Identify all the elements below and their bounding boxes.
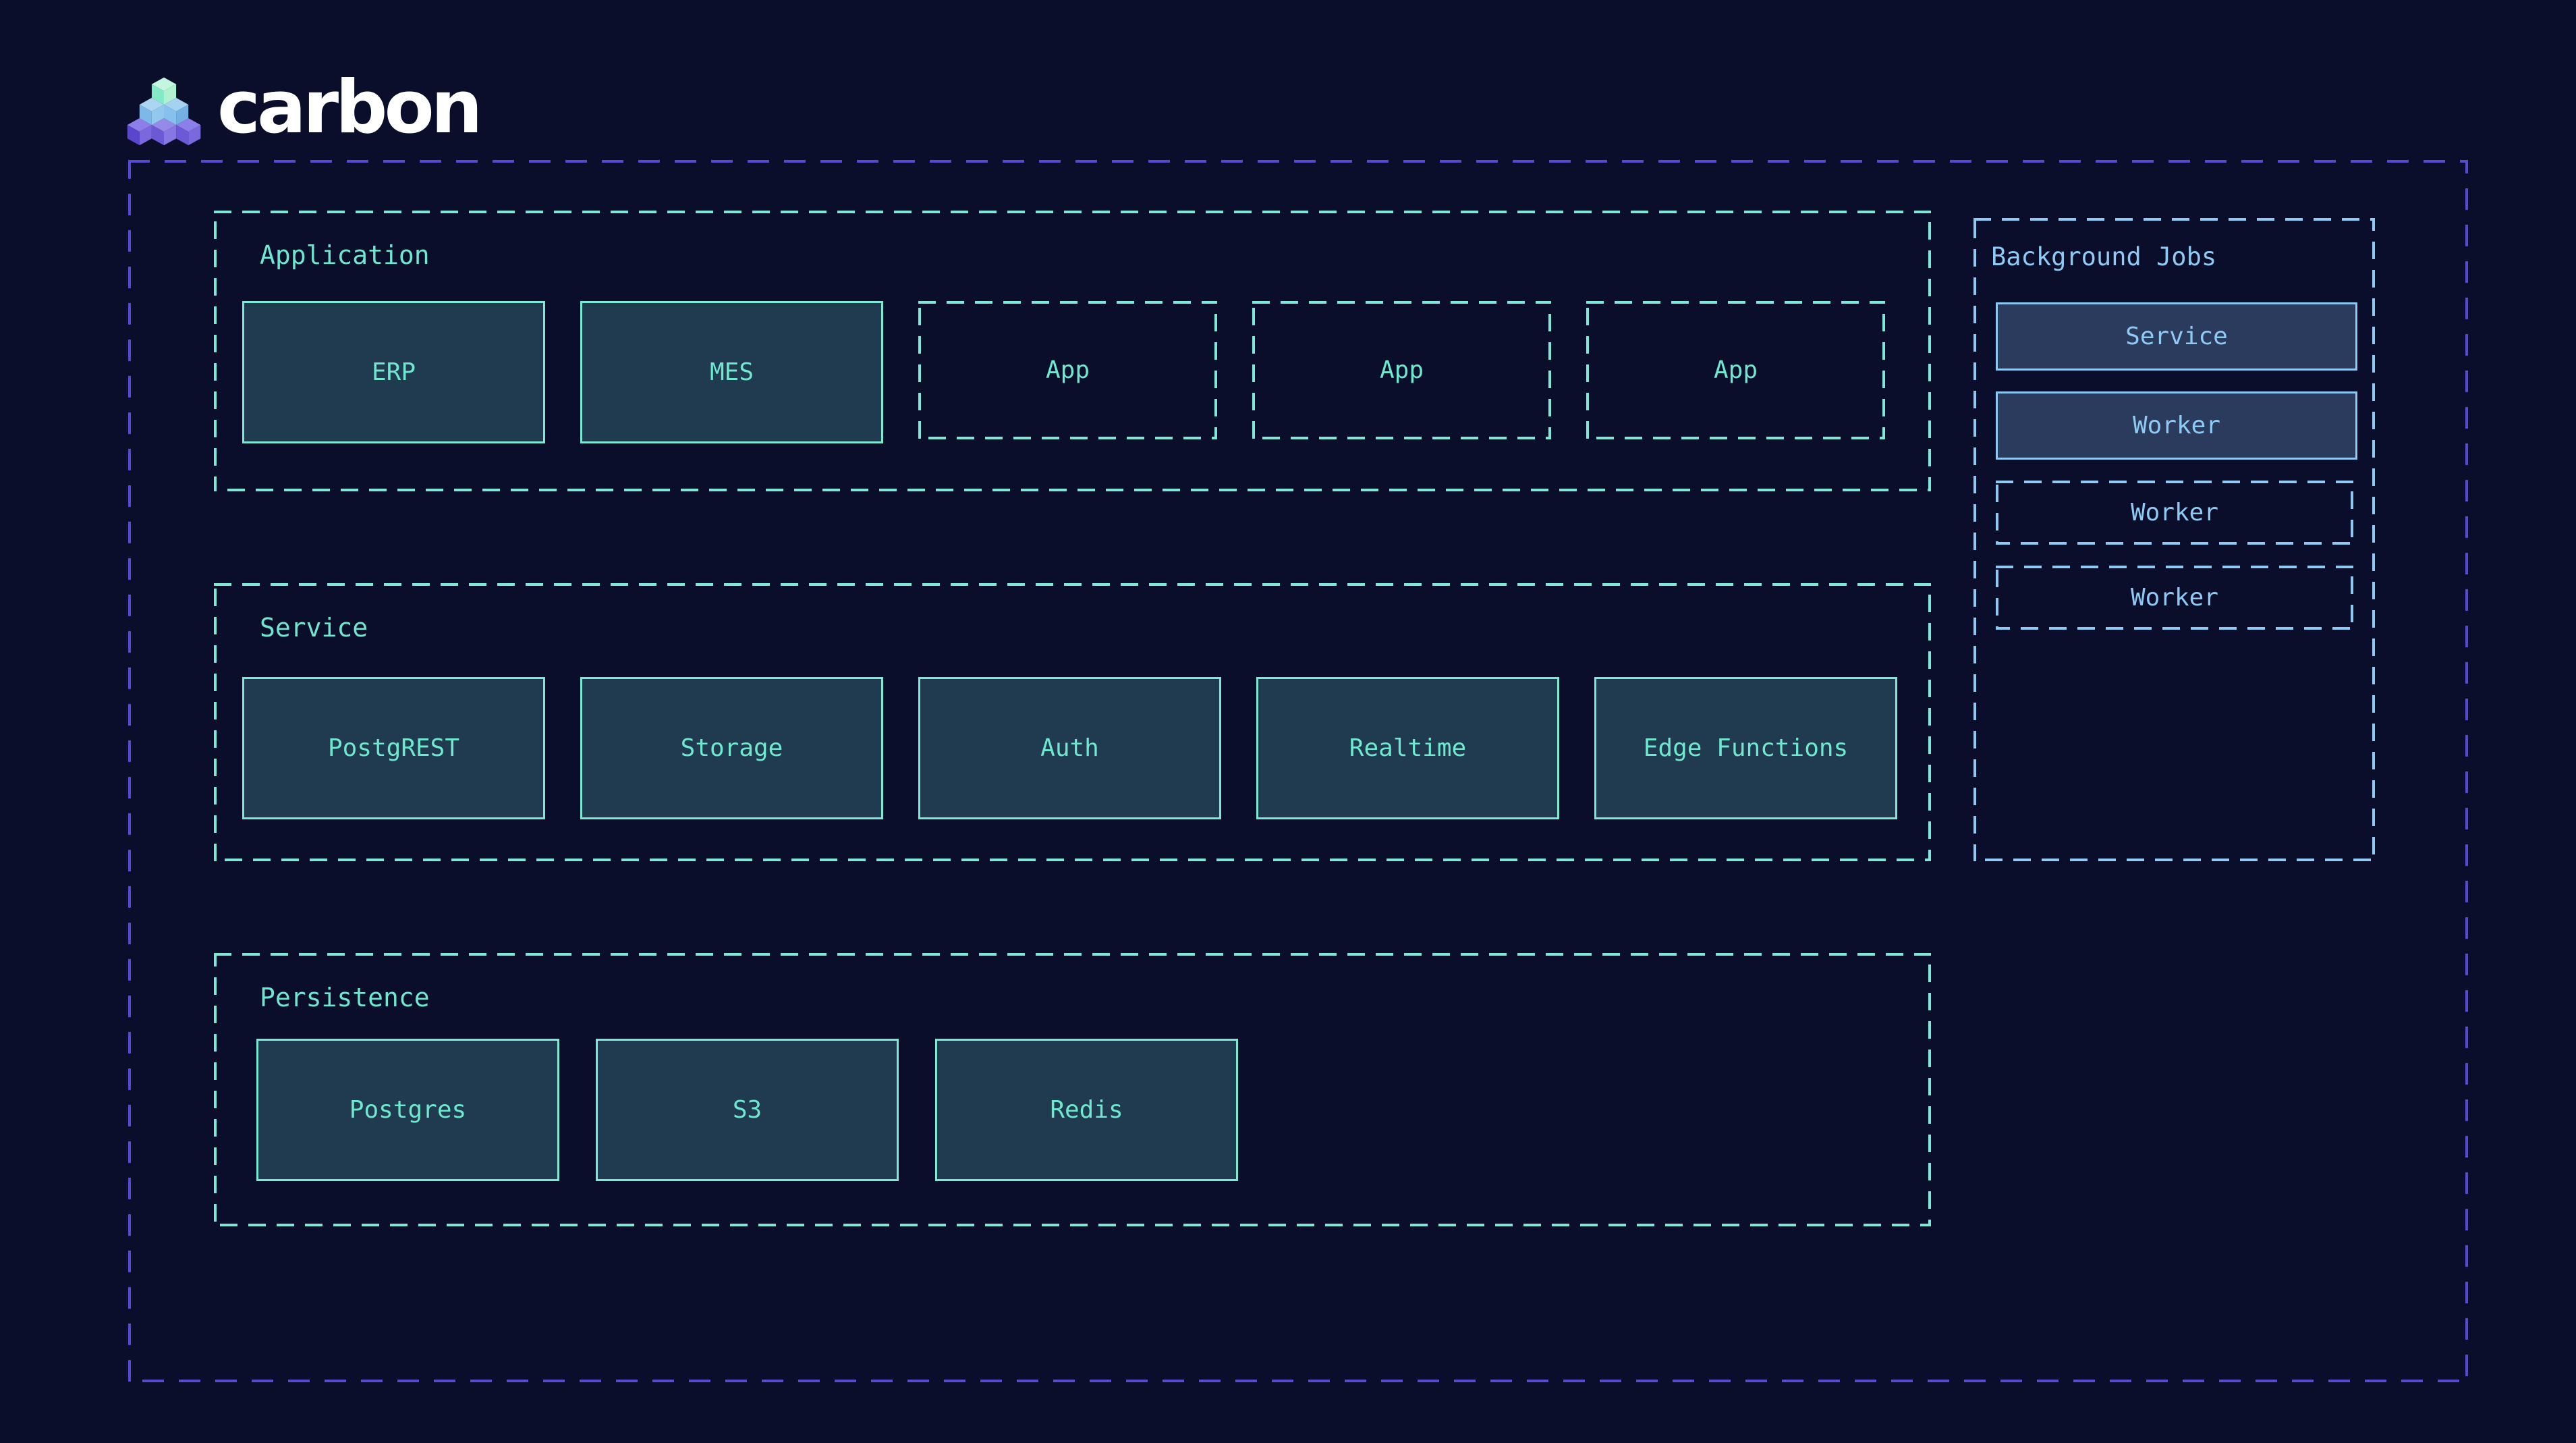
job-worker-1-label: Worker bbox=[2132, 412, 2221, 439]
section-persistence: Persistence Postgres S3 Redis bbox=[214, 953, 1931, 1226]
node-app-1: App bbox=[918, 301, 1217, 439]
node-s3-label: S3 bbox=[732, 1096, 762, 1124]
node-erp-label: ERP bbox=[371, 358, 416, 386]
node-postgres: Postgres bbox=[256, 1039, 559, 1181]
node-edge-functions-label: Edge Functions bbox=[1643, 734, 1849, 762]
service-row: PostgREST Storage Auth Realtime Edge Fun… bbox=[242, 677, 1897, 819]
node-app-2: App bbox=[1252, 301, 1551, 439]
node-mes: MES bbox=[580, 301, 883, 443]
node-app-2-label: App bbox=[1379, 356, 1424, 384]
cube-middle-right bbox=[164, 97, 189, 126]
node-postgrest-label: PostgREST bbox=[327, 734, 460, 762]
node-s3: S3 bbox=[596, 1039, 899, 1181]
job-worker-3: Worker bbox=[1996, 566, 2353, 630]
section-application-label: Application bbox=[260, 240, 430, 270]
section-service: Service PostgREST Storage Auth Realtime … bbox=[214, 583, 1931, 861]
cube-middle-left bbox=[139, 97, 164, 126]
job-worker-1: Worker bbox=[1996, 391, 2357, 460]
application-row: ERP MES App App App bbox=[242, 301, 1885, 443]
brand-logo: carbon bbox=[125, 65, 483, 154]
node-postgrest: PostgREST bbox=[242, 677, 545, 819]
node-app-3-label: App bbox=[1713, 356, 1758, 384]
node-storage: Storage bbox=[580, 677, 883, 819]
node-redis: Redis bbox=[935, 1039, 1238, 1181]
node-postgres-label: Postgres bbox=[349, 1096, 467, 1124]
node-auth: Auth bbox=[918, 677, 1221, 819]
background-jobs-stack: Service Worker Worker Worker bbox=[1996, 302, 2357, 630]
job-worker-2: Worker bbox=[1996, 481, 2353, 545]
cube-bottom-right bbox=[176, 118, 201, 146]
persistence-row: Postgres S3 Redis bbox=[256, 1039, 1238, 1181]
job-service-label: Service bbox=[2125, 323, 2228, 350]
section-background-jobs-label: Background Jobs bbox=[1991, 242, 2217, 271]
node-edge-functions: Edge Functions bbox=[1594, 677, 1897, 819]
section-background-jobs: Background Jobs Service Worker Worker Wo… bbox=[1973, 218, 2375, 861]
node-realtime: Realtime bbox=[1256, 677, 1559, 819]
system-boundary: Application ERP MES App App App Service … bbox=[128, 160, 2468, 1382]
section-persistence-label: Persistence bbox=[260, 983, 430, 1012]
carbon-cubes-icon bbox=[127, 77, 201, 146]
node-erp: ERP bbox=[242, 301, 545, 443]
node-app-1-label: App bbox=[1045, 356, 1090, 384]
job-worker-3-label: Worker bbox=[2130, 584, 2219, 611]
job-service: Service bbox=[1996, 302, 2357, 371]
node-app-3: App bbox=[1586, 301, 1885, 439]
node-mes-label: MES bbox=[709, 358, 754, 386]
node-redis-label: Redis bbox=[1050, 1096, 1123, 1124]
node-realtime-label: Realtime bbox=[1349, 734, 1467, 762]
section-application: Application ERP MES App App App bbox=[214, 211, 1931, 491]
node-auth-label: Auth bbox=[1040, 734, 1099, 762]
job-worker-2-label: Worker bbox=[2130, 499, 2219, 526]
section-service-label: Service bbox=[260, 613, 368, 643]
node-storage-label: Storage bbox=[680, 734, 783, 762]
brand-wordmark: carbon bbox=[217, 65, 483, 150]
